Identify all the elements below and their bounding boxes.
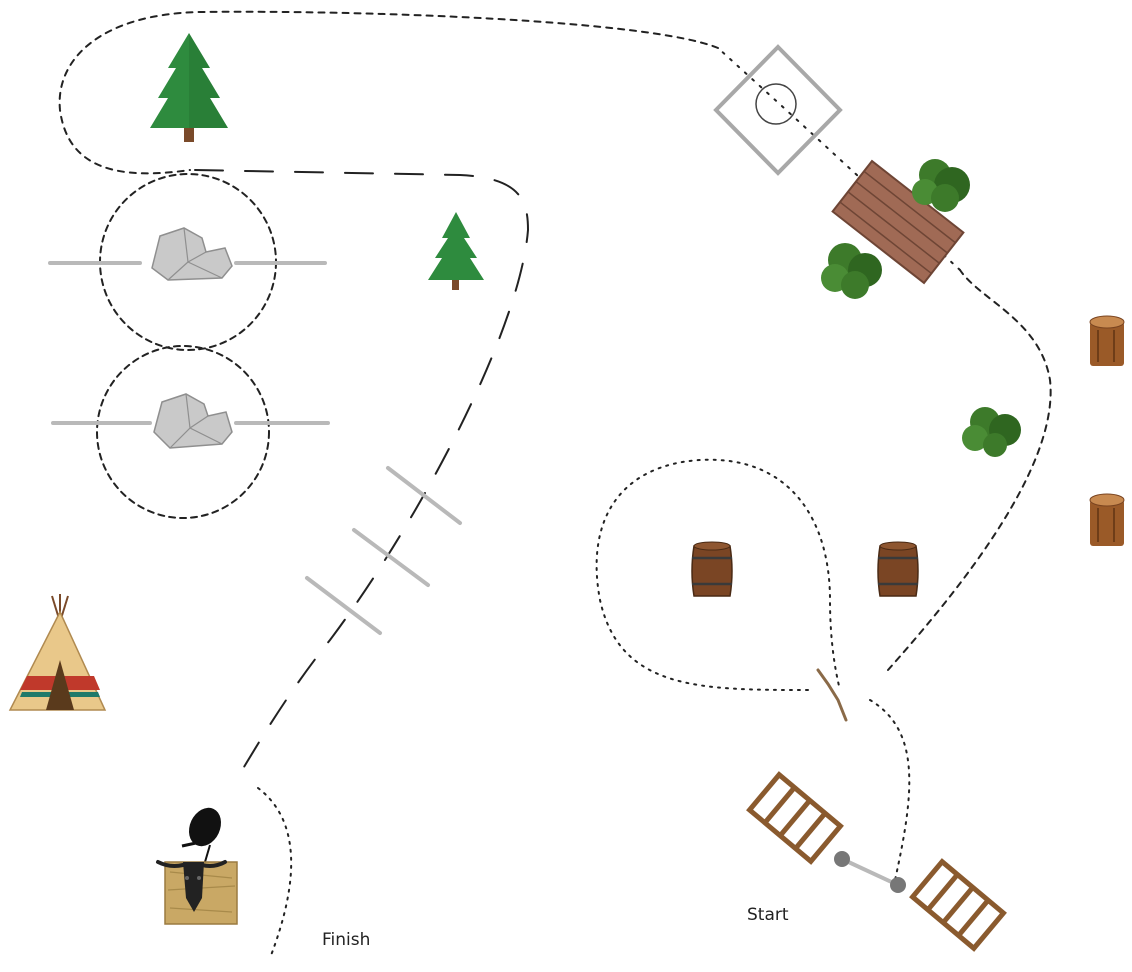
boulder-lower: [153, 393, 233, 449]
ping-pong-paddle: [181, 807, 222, 863]
boulder-circle-lower: [96, 345, 270, 519]
bush-left-of-bridge: [821, 243, 882, 299]
barrel-right: [877, 541, 919, 597]
track-long-dash: [194, 169, 530, 783]
ground-pole-2: [352, 528, 430, 587]
start-gate-right: [909, 858, 1007, 952]
pine-tree-small: [428, 212, 484, 290]
finish-label: Finish: [322, 930, 371, 950]
track-dashed-top-arc: [58, 10, 719, 175]
tree-stump-upper: [1089, 315, 1125, 366]
box-obstacle: [713, 44, 843, 176]
wooden-bridge: [831, 159, 965, 285]
tree-stump-lower: [1089, 493, 1125, 546]
bush-right: [962, 407, 1021, 457]
log-stick: [816, 668, 848, 722]
track-dashed-top-loop: [887, 269, 1052, 671]
track-dotted-barrel-loop: [595, 458, 841, 691]
ground-pole-3: [305, 576, 382, 635]
hay-bale-steer-head: [156, 860, 238, 925]
bush-upper: [912, 159, 970, 212]
start-label: Start: [747, 905, 789, 925]
track-dotted-start: [869, 699, 911, 881]
teepee: [8, 594, 107, 711]
start-gate-left: [746, 771, 844, 865]
start-line-posts: [834, 851, 906, 893]
barrel-left: [691, 541, 733, 597]
ground-pole-1: [386, 466, 462, 525]
boulder-upper: [151, 227, 233, 281]
track-dotted-finish: [257, 787, 293, 959]
pine-tree-large: [150, 33, 228, 142]
